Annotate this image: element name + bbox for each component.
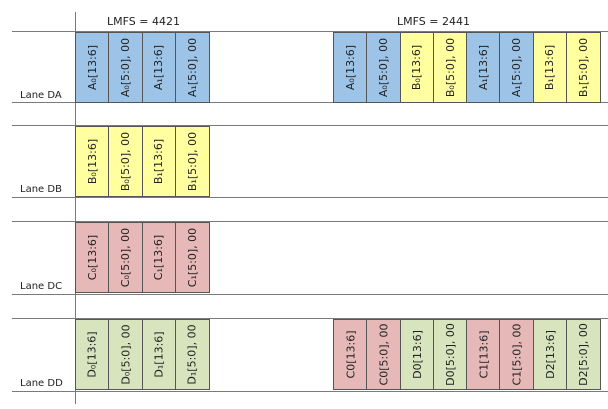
sample-cell-label: C1[13:6]: [477, 330, 490, 379]
separator-line: [12, 31, 608, 32]
header-lmfs-2441: LMFS = 2441: [397, 15, 470, 28]
sample-cell: B₁[13:6]: [532, 32, 568, 103]
separator-line: [12, 102, 608, 103]
sample-cell-label: B₀[5:0], 00: [443, 37, 457, 98]
sample-cell: B₀[5:0], 00: [108, 126, 144, 197]
lane-label-dd: Lane DD: [20, 378, 63, 389]
sample-cell-label: C0[13:6]: [344, 330, 357, 379]
sample-cell: A₁[5:0], 00: [174, 32, 210, 103]
separator-line: [12, 125, 608, 126]
sample-cell: B₁[5:0], 00: [174, 126, 210, 197]
sample-cell-label: D0[5:0], 00: [443, 323, 457, 386]
sample-cell: D2[5:0], 00: [565, 319, 601, 390]
sample-cell: C₁[5:0], 00: [174, 222, 210, 293]
sample-cell-label: A₁[13:6]: [152, 44, 166, 91]
sample-cell-label: A₀[5:0], 00: [119, 37, 133, 98]
sample-cell: B₀[13:6]: [399, 32, 435, 103]
sample-cell-label: D2[5:0], 00: [576, 323, 590, 386]
sample-cell: D0[5:0], 00: [432, 319, 468, 390]
sample-cell-label: B₀[13:6]: [410, 44, 424, 91]
sample-cell-label: D2[13:6]: [543, 330, 557, 379]
sample-cell-label: A₀[5:0], 00: [377, 37, 391, 98]
sample-cell: B₁[5:0], 00: [565, 32, 601, 103]
sample-cell-label: A₀[13:6]: [86, 44, 100, 91]
sample-cell: D₁[13:6]: [141, 319, 177, 390]
lane-label-db: Lane DB: [20, 184, 62, 195]
sample-cell-label: A₁[13:6]: [477, 44, 491, 91]
sample-cell-label: B₀[5:0], 00: [119, 131, 133, 192]
sample-cell-label: D0[13:6]: [410, 330, 424, 379]
sample-cell-label: B₁[5:0], 00: [185, 131, 199, 192]
sample-cell: A₀[13:6]: [75, 32, 110, 103]
sample-cell: A₁[13:6]: [141, 32, 177, 103]
sample-cell-label: C₀[5:0], 00: [119, 227, 133, 288]
sample-cell: C₁[13:6]: [141, 222, 177, 293]
sample-cell: D₀[5:0], 00: [108, 319, 144, 390]
sample-cell: A₀[5:0], 00: [366, 32, 402, 103]
separator-line: [12, 318, 608, 319]
sample-cell-label: D₀[13:6]: [86, 331, 100, 378]
sample-cell: A₁[5:0], 00: [499, 32, 535, 103]
sample-cell: A₁[13:6]: [466, 32, 501, 103]
sample-cell: B₀[5:0], 00: [432, 32, 468, 103]
sample-cell-label: A₀[13:6]: [344, 44, 358, 91]
sample-cell-label: C₁[5:0], 00: [185, 227, 199, 288]
sample-cell: C₀[13:6]: [75, 222, 110, 293]
separator-line: [12, 391, 608, 392]
sample-cell-label: B₁[13:6]: [152, 138, 166, 185]
sample-cell: D0[13:6]: [399, 319, 435, 390]
sample-cell: D2[13:6]: [532, 319, 568, 390]
sample-cell: C0[13:6]: [333, 319, 368, 390]
sample-cell: D₁[5:0], 00: [174, 319, 210, 390]
sample-cell-label: B₀[13:6]: [86, 138, 99, 185]
sample-cell: D₀[13:6]: [75, 319, 110, 390]
header-lmfs-4421: LMFS = 4421: [107, 15, 180, 28]
separator-line: [12, 197, 608, 198]
sample-cell-label: D₁[5:0], 00: [185, 324, 199, 385]
separator-line: [12, 294, 608, 295]
sample-cell-label: D₀[5:0], 00: [119, 324, 133, 385]
sample-cell: C1[13:6]: [466, 319, 501, 390]
sample-cell: B₀[13:6]: [75, 126, 110, 197]
sample-cell: B₁[13:6]: [141, 126, 177, 197]
sample-cell-label: D₁[13:6]: [152, 331, 166, 378]
sample-cell: C1[5:0], 00: [499, 319, 535, 390]
sample-cell-label: B₁[13:6]: [543, 44, 557, 91]
sample-cell: A₀[13:6]: [333, 32, 368, 103]
sample-cell-label: A₁[5:0], 00: [510, 37, 524, 98]
sample-cell: C₀[5:0], 00: [108, 222, 144, 293]
sample-cell: C0[5:0], 00: [366, 319, 402, 390]
lane-label-da: Lane DA: [20, 90, 62, 101]
sample-cell-label: C0[5:0], 00: [377, 323, 391, 386]
sample-cell-label: C₁[13:6]: [152, 234, 166, 281]
vertical-divider: [75, 12, 76, 404]
sample-cell-label: A₁[5:0], 00: [185, 37, 199, 98]
sample-cell: A₀[5:0], 00: [108, 32, 144, 103]
lane-label-dc: Lane DC: [20, 281, 63, 292]
sample-cell-label: C1[5:0], 00: [510, 323, 524, 386]
sample-cell-label: B₁[5:0], 00: [576, 37, 590, 98]
sample-cell-label: C₀[13:6]: [86, 234, 99, 281]
separator-line: [12, 221, 608, 222]
